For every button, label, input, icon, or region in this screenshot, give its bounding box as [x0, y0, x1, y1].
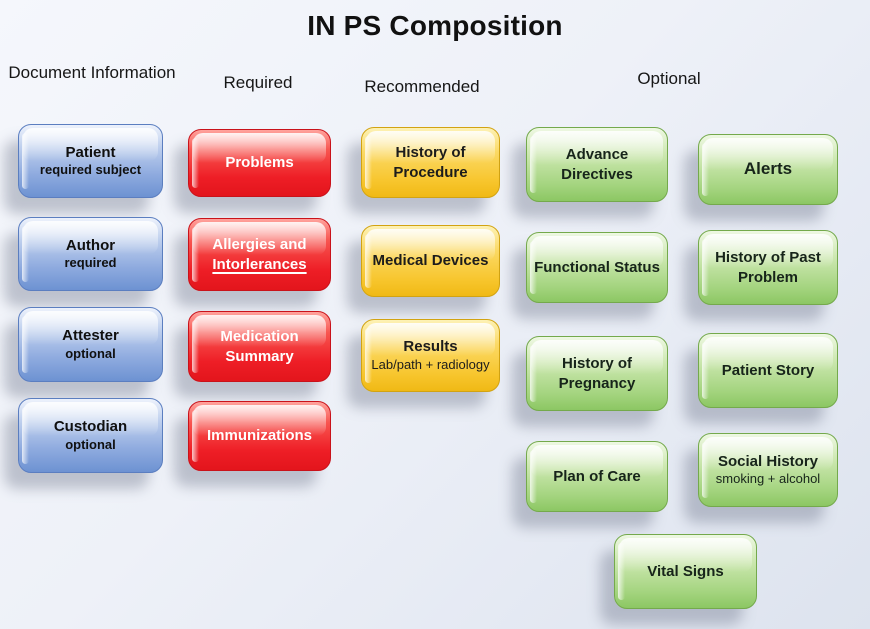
box-patient-story: Patient Story	[698, 333, 838, 408]
box-title-line2: Intorlerances	[212, 255, 307, 273]
box-alerts: Alerts	[698, 134, 838, 205]
column-header-optional: Optional	[637, 69, 701, 88]
box-title: Plan of Care	[553, 467, 641, 485]
box-subtitle: Lab/path + radiology	[371, 356, 490, 372]
column-header-recommended: Recommended	[364, 77, 480, 96]
box-title: Problems	[225, 154, 294, 172]
box-social-history: Social History smoking + alcohol	[698, 433, 838, 507]
box-subtitle: optional	[65, 436, 116, 452]
box-history-of-past-problem: History of Past Problem	[698, 230, 838, 305]
box-vital-signs: Vital Signs	[614, 534, 757, 609]
box-title: History of Procedure	[393, 144, 468, 181]
box-medication-summary: Medication Summary	[188, 311, 331, 382]
box-medical-devices: Medical Devices	[361, 225, 500, 297]
box-title: Medication Summary	[220, 328, 299, 365]
box-plan-of-care: Plan of Care	[526, 441, 668, 512]
box-title: Custodian	[53, 418, 128, 436]
box-author: Author required	[18, 217, 163, 291]
box-title: Functional Status	[534, 258, 660, 276]
box-functional-status: Functional Status	[526, 232, 668, 303]
column-header-document-information: Document Information	[8, 63, 176, 82]
box-patient: Patient required subject	[18, 124, 163, 198]
box-attester: Attester optional	[18, 307, 163, 382]
box-title: Medical Devices	[372, 252, 489, 270]
column-header-required: Required	[223, 73, 293, 92]
box-title: Author	[65, 236, 116, 254]
box-title: History of Pregnancy	[558, 355, 636, 392]
box-subtitle: required subject	[39, 162, 142, 178]
box-immunizations: Immunizations	[188, 401, 331, 471]
box-title: Alerts	[743, 159, 793, 179]
box-title-line1: Allergies and	[212, 236, 307, 253]
box-title: Vital Signs	[647, 562, 724, 580]
box-title: Attester	[62, 327, 119, 345]
box-subtitle: optional	[65, 345, 116, 361]
box-history-of-pregnancy: History of Pregnancy	[526, 336, 668, 411]
box-title: History of Past Problem	[715, 249, 821, 286]
box-allergies-and-intorlerances: Allergies and Intorlerances	[188, 218, 331, 291]
box-subtitle: required	[64, 255, 117, 271]
box-custodian: Custodian optional	[18, 398, 163, 473]
box-problems: Problems	[188, 129, 331, 197]
page-title: IN PS Composition	[307, 10, 563, 41]
box-title: Immunizations	[206, 427, 312, 445]
box-history-of-procedure: History of Procedure	[361, 127, 500, 198]
box-title: Advance Directives	[561, 146, 633, 183]
box-subtitle: smoking + alcohol	[715, 471, 821, 487]
box-title: Results	[403, 338, 458, 356]
box-title: Patient	[65, 143, 116, 161]
box-title: Social History	[717, 452, 819, 470]
box-results: Results Lab/path + radiology	[361, 319, 500, 392]
box-title: Patient Story	[721, 361, 815, 379]
box-advance-directives: Advance Directives	[526, 127, 668, 202]
